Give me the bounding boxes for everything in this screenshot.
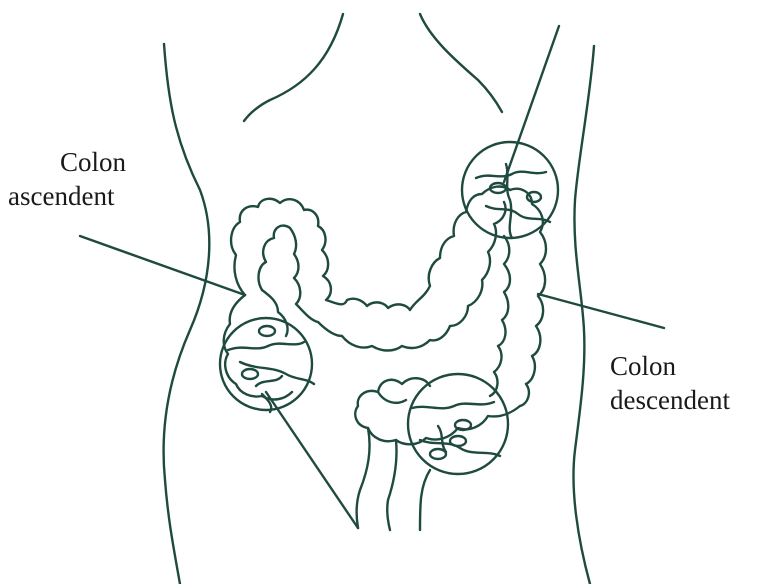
sigmoid-loop: [355, 391, 520, 444]
colon-descendent-label-line1: Colon: [610, 349, 730, 383]
colon-descending-wall: [490, 236, 510, 396]
colon-ascendent-label-line1: Colon: [8, 145, 126, 179]
magnifier-circle-hepatic: [220, 318, 312, 410]
leader-line-ascending: [80, 236, 245, 295]
lesion-sigmoid-2: [450, 436, 466, 446]
leader-line-descending: [538, 294, 664, 328]
rectum-branch: [420, 470, 430, 530]
colon-outer-wall: [231, 187, 546, 406]
torso-left-outline: [164, 44, 210, 584]
lesion-splenic-2: [527, 192, 541, 202]
magnifier-circle-sigmoid: [408, 374, 508, 474]
lesion-sigmoid-3: [430, 449, 446, 459]
leader-line-splenic: [504, 26, 559, 182]
rectum-right-wall: [387, 440, 396, 530]
colon-ascendent-label: Colon ascendent: [8, 145, 126, 213]
leader-line-hepatic: [266, 392, 358, 528]
rib-right-line: [420, 14, 502, 112]
lesion-hepatic-2: [242, 369, 258, 379]
lesion-hepatic-1: [259, 326, 275, 336]
rib-left-line: [244, 14, 343, 121]
colon-ascendent-label-line2: ascendent: [8, 179, 126, 213]
rectum-left-wall: [357, 428, 370, 528]
colon-descendent-label-line2: descendent: [610, 383, 730, 417]
colon-descendent-label: Colon descendent: [610, 349, 730, 417]
torso-right-outline: [573, 46, 594, 584]
